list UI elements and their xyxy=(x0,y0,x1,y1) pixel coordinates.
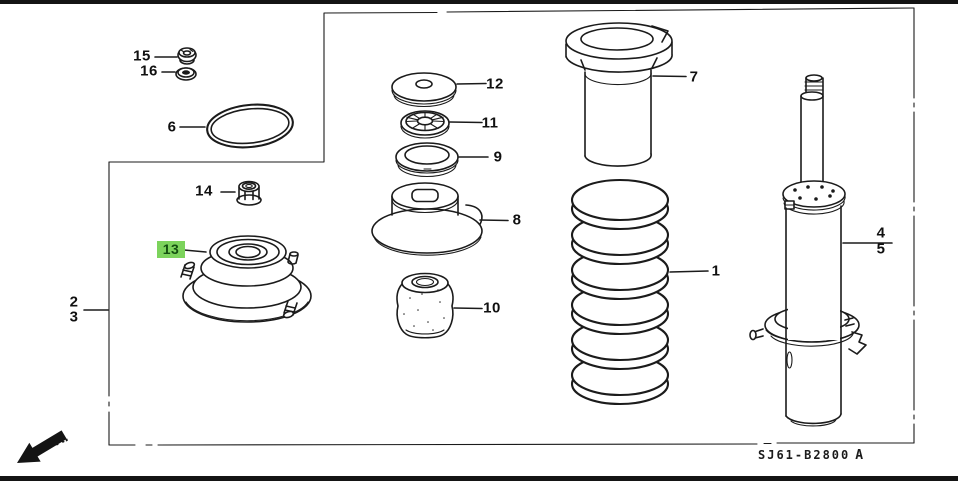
callout-3[interactable]: 3 xyxy=(69,308,79,326)
washer-part-12 xyxy=(391,72,487,108)
callout-4[interactable]: 4 xyxy=(876,224,886,242)
callout-9[interactable]: 9 xyxy=(493,148,503,166)
callout-15[interactable]: 15 xyxy=(133,47,151,65)
page-bottom-edge xyxy=(0,476,958,481)
callout-16[interactable]: 16 xyxy=(140,62,158,80)
nut-part-15 xyxy=(154,47,197,65)
callout-2[interactable]: 2 xyxy=(69,293,79,311)
front-direction-arrow xyxy=(17,430,67,463)
diagram-frame-border xyxy=(108,7,915,446)
callout-1[interactable]: 1 xyxy=(711,262,721,280)
flange-nut-part-14 xyxy=(220,180,262,206)
callout-13-highlighted[interactable]: 13 xyxy=(157,241,185,258)
page-top-edge xyxy=(0,0,958,4)
callout-10[interactable]: 10 xyxy=(483,299,501,317)
bump-stop-part-10 xyxy=(396,272,483,339)
callout-8[interactable]: 8 xyxy=(512,211,522,229)
callout-11[interactable]: 11 xyxy=(481,114,499,132)
callout-12[interactable]: 12 xyxy=(486,75,504,93)
spring-seat-part-8 xyxy=(371,182,509,256)
callout-6[interactable]: 6 xyxy=(167,118,177,136)
callout-5[interactable]: 5 xyxy=(876,240,886,258)
coil-spring-part-1 xyxy=(570,178,709,406)
rubber-mount-part-11 xyxy=(400,110,483,139)
callout-7[interactable]: 7 xyxy=(689,68,699,86)
o-ring-part-6 xyxy=(179,103,294,149)
drawing-code-text: SJ61-B2800 xyxy=(758,448,851,462)
seat-ring-part-9 xyxy=(395,142,489,178)
dust-cover-part-7 xyxy=(565,22,687,167)
drawing-code: SJ61-B2800 A xyxy=(758,448,863,463)
callout-14[interactable]: 14 xyxy=(195,182,213,200)
drawing-code-suffix: A xyxy=(855,448,864,463)
shock-absorber-part-4-5 xyxy=(749,74,893,427)
washer-part-16 xyxy=(161,67,197,81)
strut-mount-part-13 xyxy=(180,235,312,323)
